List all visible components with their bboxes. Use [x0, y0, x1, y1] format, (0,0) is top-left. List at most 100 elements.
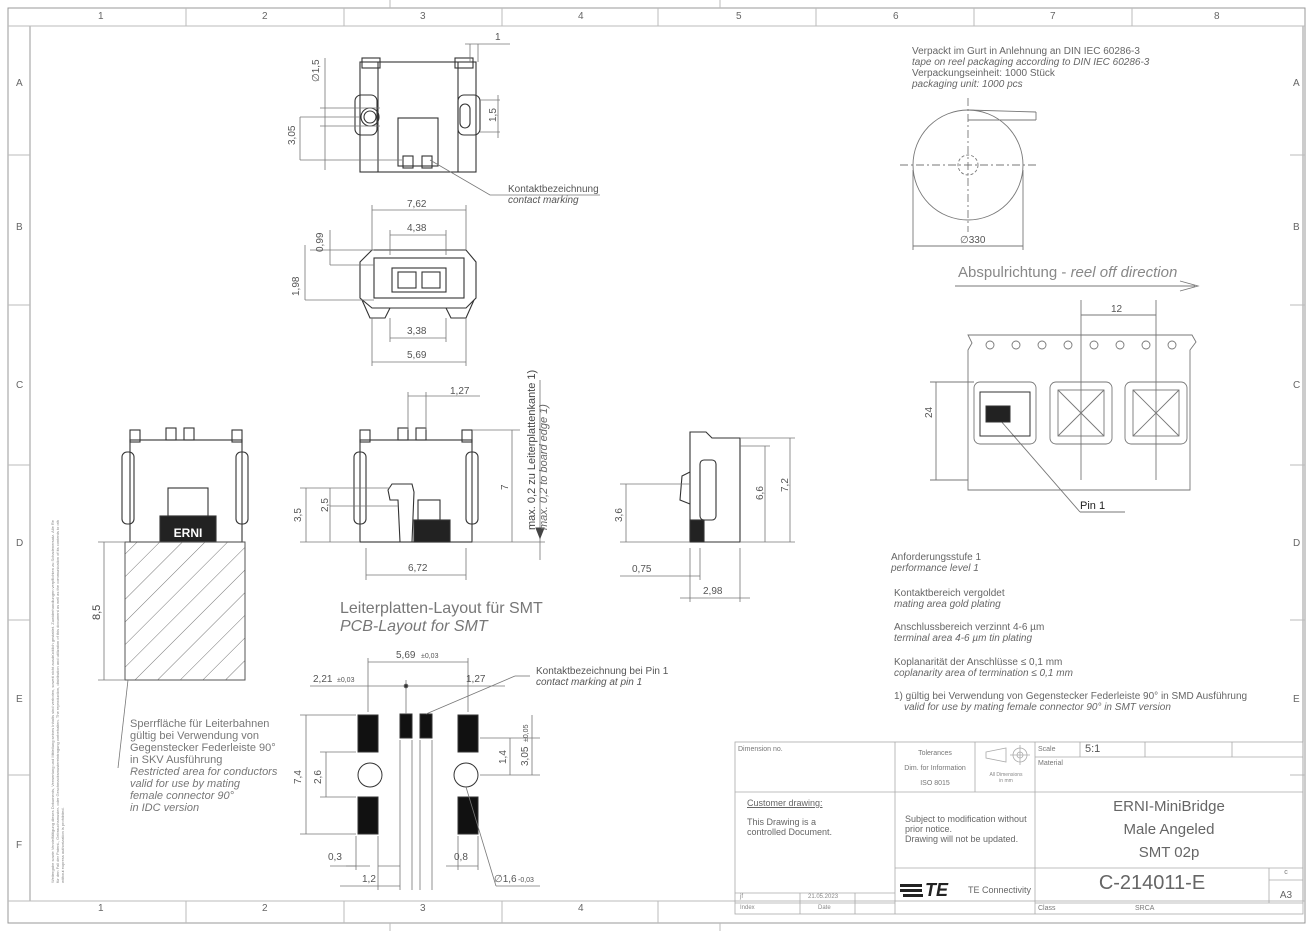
top-view-dims: [299, 43, 600, 196]
packaging-de2: Verpackungseinheit: 1000 Stück: [912, 68, 1055, 79]
right-side-view: [679, 431, 741, 543]
dim-7-2: 7,2: [780, 478, 791, 492]
tb-dimension-no: Dimension no.: [738, 746, 783, 753]
packaging-note: Verpackt im Gurt in Anlehnung an DIN IEC…: [912, 46, 1149, 90]
pcb-dim-7-4: 7,4: [293, 770, 304, 784]
tb-date-value: 21.05.2023: [808, 894, 839, 900]
pcb-layout: [357, 713, 479, 835]
pcb-layout-title: Leiterplatten-Layout für SMT PCB-Layout …: [340, 600, 543, 636]
tb-customer-drawing: Customer drawing:: [747, 798, 823, 808]
col-label: 2: [262, 903, 268, 914]
tb-in-mm: in mm: [999, 778, 1013, 784]
tb-drawing-number: C-214011-E: [1098, 872, 1206, 894]
tb-date-label: Date: [818, 905, 831, 911]
col-label: 7: [1050, 11, 1056, 22]
tb-product-1: ERNI-MiniBridge: [1113, 798, 1225, 815]
column-ticks: [185, 0, 1133, 931]
tb-subject-2: prior notice.: [905, 824, 953, 834]
tb-format: A3: [1279, 890, 1293, 901]
sprocket-holes: [985, 340, 1177, 350]
board-edge-de: max. 0,2 zu Leiterplattenkante 1): [526, 369, 538, 530]
row-label: C: [16, 380, 24, 391]
reel-dia: ∅330: [960, 235, 986, 246]
col-label: 3: [420, 903, 426, 914]
restricted-area: [124, 541, 246, 681]
contact-marking-en: contact marking: [508, 195, 579, 206]
spec-de: Koplanarität der Anschlüsse ≤ 0,1 mm: [894, 657, 1063, 668]
legal-text: Weitergabe sowie Vervielfältigung dieses…: [50, 520, 65, 883]
restricted-line: Sperrfläche für Leiterbahnen: [130, 718, 270, 730]
tape-dim-24: 24: [924, 406, 935, 418]
row-label: D: [16, 538, 24, 549]
pin1-marking-en: contact marking at pin 1: [536, 677, 643, 688]
restricted-line-en: valid for use by mating: [130, 778, 241, 790]
top-view: [354, 57, 481, 173]
spec-en: terminal area 4-6 µm tin plating: [894, 633, 1033, 644]
reel-off-direction: Abspulrichtung - reel off direction: [958, 264, 1177, 281]
restricted-line: gültig bei Verwendung von: [130, 730, 260, 742]
spec-de: Anforderungsstufe 1: [891, 552, 982, 563]
pcb-dim-5-69: 5,69: [396, 650, 416, 661]
tb-material-label: Material: [1038, 760, 1063, 767]
spec-5: 1) gültig bei Verwendung von Gegenstecke…: [894, 691, 1247, 713]
restricted-line-en: in IDC version: [130, 802, 200, 814]
dim-3-05: 3,05: [287, 125, 298, 145]
tb-class-label: Class: [1038, 905, 1056, 912]
tb-dim-info: Dim. for Information: [904, 765, 966, 772]
tb-company: TE Connectivity: [968, 885, 1032, 895]
tb-product-2: Male Angeled: [1123, 821, 1215, 838]
erni-logo-left: ERNI: [174, 526, 203, 540]
row-ticks: [8, 154, 1305, 776]
row-label: A: [1293, 78, 1300, 89]
tb-controlled-2: controlled Document.: [747, 827, 833, 837]
left-side-view: [121, 427, 249, 543]
row-label: D: [1293, 538, 1301, 549]
tb-scale-label: Scale: [1038, 746, 1056, 753]
front-view: [359, 249, 477, 319]
dim-5-69: 5,69: [407, 350, 427, 361]
dim-0-99: 0,99: [315, 232, 326, 252]
tb-all-dims-label: All Dimensions: [989, 772, 1023, 778]
col-label: 2: [262, 11, 268, 22]
reel: [900, 98, 1200, 292]
pcb-dim-1-2: 1,2: [362, 874, 376, 885]
dim-4-38: 4,38: [407, 223, 427, 234]
col-label: 1: [98, 11, 104, 22]
dim-top-1: 1: [495, 32, 501, 43]
pin1-marking-note: Kontaktbezeichnung bei Pin 1 contact mar…: [536, 666, 668, 688]
pcb-dim-3-05: 3,05: [520, 746, 531, 766]
tape-part: [979, 391, 1031, 437]
restricted-line: in SKV Ausführung: [130, 754, 223, 766]
tb-index-value: jf: [740, 894, 743, 900]
tb-product: ERNI-MiniBridge Male Angeled SMT 02p: [1035, 797, 1303, 863]
pcb-dim-3-05-tol: ±0,05: [523, 724, 530, 742]
dim-8-5-lines: [98, 541, 129, 769]
spec-3: Anschlussbereich verzinnt 4-6 µm termina…: [894, 622, 1044, 644]
spec-4: Koplanarität der Anschlüsse ≤ 0,1 mm cop…: [894, 657, 1073, 679]
pcb-dim-phi-tol: -0,03: [518, 877, 534, 884]
tb-controlled: This Drawing is a controlled Document.: [747, 817, 832, 837]
dim-6-6: 6,6: [755, 486, 766, 500]
board-edge-note: max. 0,2 zu Leiterplattenkante 1) max. 0…: [526, 370, 550, 530]
tb-iso: ISO 8015: [920, 780, 950, 787]
packaging-en1: tape on reel packaging according to DIN …: [912, 57, 1150, 68]
tape: [930, 300, 1197, 513]
row-label: B: [16, 222, 23, 233]
pcb-dim-2-21-tol: ±0,03: [337, 677, 355, 684]
restricted-line: Gegenstecker Federleiste 90°: [130, 742, 276, 754]
spec-en: mating area gold plating: [894, 599, 1001, 610]
tb-scale-value: 5:1: [1085, 743, 1101, 755]
reel-off-en: reel off direction: [1070, 264, 1178, 281]
dim-8-5: 8,5: [91, 605, 103, 620]
contact-marking-note: Kontaktbezeichnung contact marking: [508, 184, 599, 206]
dim-1-5: 1,5: [488, 108, 499, 122]
column-labels-bottom: 1 2 3 4: [0, 903, 1313, 917]
packaging-de1: Verpackt im Gurt in Anlehnung an DIN IEC…: [912, 46, 1140, 57]
pcb-dim-5-69-tol: ±0,03: [421, 653, 439, 660]
row-label: E: [16, 694, 23, 705]
te-logo-text: TE: [925, 880, 949, 900]
reel-off-de: Abspulrichtung -: [958, 264, 1071, 281]
front-view-dims: [304, 205, 467, 366]
tb-all-dims: All Dimensions in mm: [980, 772, 1032, 784]
dim-3-6: 3,6: [614, 508, 625, 522]
